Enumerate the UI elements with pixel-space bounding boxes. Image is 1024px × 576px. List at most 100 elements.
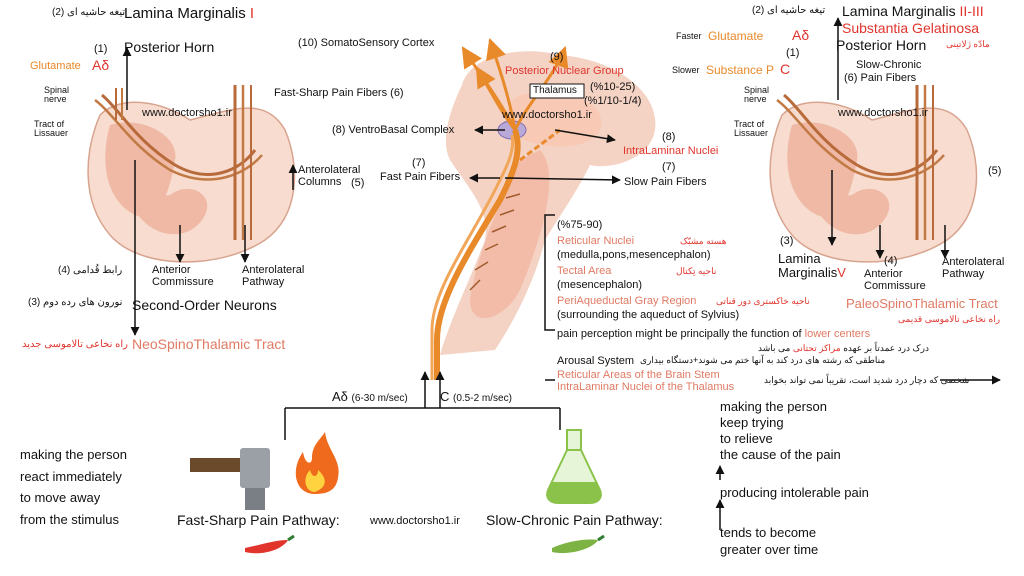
left-num5: (5) bbox=[351, 177, 365, 189]
right-c: C bbox=[780, 61, 791, 77]
right-anterolateral-pathway: Anterolateral Pathway bbox=[942, 256, 1005, 281]
center-tectal-fa: ناحیه تِکتال bbox=[676, 266, 717, 276]
left-spinal-cord bbox=[87, 85, 296, 263]
right-faster: Faster bbox=[676, 31, 702, 41]
center-pct1: (%10-25) bbox=[590, 81, 636, 93]
connector-arrows bbox=[122, 17, 1001, 530]
right-adelta: Aδ bbox=[792, 27, 810, 43]
center-num7a: (7) bbox=[412, 157, 426, 169]
slow-pathway-title: Slow-Chronic Pain Pathway: bbox=[486, 512, 663, 528]
center-intralaminar: IntraLaminar Nuclei bbox=[623, 145, 719, 157]
right-num1: (1) bbox=[786, 47, 800, 59]
left-num1: (1) bbox=[94, 43, 108, 55]
center-num7b: (7) bbox=[662, 161, 676, 173]
right-slower: Slower bbox=[672, 65, 700, 75]
left-tract-lissauer: Tract of Lissauer bbox=[34, 119, 69, 138]
center-perception: pain perception might be principally the… bbox=[557, 328, 871, 340]
center-pct3: (%75-90) bbox=[557, 219, 603, 231]
red-pepper-icon bbox=[245, 534, 295, 554]
chain-2: keep trying bbox=[720, 415, 784, 430]
center-reticular-areas: Reticular Areas of the Brain Stem bbox=[557, 369, 720, 381]
flame-icon bbox=[295, 432, 339, 494]
center-speed-c: C (0.5-2 m/sec) bbox=[440, 389, 512, 404]
right-glutamate: Glutamate bbox=[708, 29, 764, 43]
center-reticular-sub: (medulla,pons,mesencephalon) bbox=[557, 249, 711, 261]
fast-desc-1: making the person bbox=[20, 447, 127, 462]
left-second-fa: نورون های رده دوم (3) bbox=[28, 297, 123, 308]
right-lamina-fa: (2) تیغه حاشیه ای bbox=[752, 5, 826, 16]
hammer-icon bbox=[190, 448, 270, 510]
bottom-website: www.doctorsho1.ir bbox=[370, 515, 460, 527]
center-arousal: Arousal System bbox=[557, 355, 635, 367]
center-perception-fa: درک درد عمدتاً بر عهده مراکز تحتانی می ب… bbox=[758, 343, 929, 353]
right-num5: (5) bbox=[988, 165, 1002, 177]
center-intralaminar-thal: IntraLaminar Nuclei of the Thalamus bbox=[557, 381, 735, 393]
right-spinal-nerve: Spinal nerve bbox=[744, 85, 770, 104]
fast-desc-4: from the stimulus bbox=[20, 512, 119, 527]
center-slow-fibers: Slow Pain Fibers bbox=[624, 176, 707, 188]
right-posterior-horn: Posterior Horn bbox=[836, 37, 927, 53]
right-substantia: Substantia Gelatinosa bbox=[842, 20, 979, 36]
right-slow-chronic: Slow-Chronic bbox=[856, 59, 922, 71]
center-tectal-sub: (mesencephalon) bbox=[557, 279, 642, 291]
right-spinal-cord bbox=[769, 85, 978, 263]
left-website: www.doctorsho1.ir bbox=[142, 107, 232, 119]
left-anterolateral-columns: Anterolateral Columns bbox=[298, 164, 361, 189]
left-second-order: Second-Order Neurons bbox=[132, 297, 277, 313]
chain-6: tends to become bbox=[720, 525, 817, 540]
center-peri: PeriAqueductal Gray Region bbox=[557, 295, 697, 307]
right-paleo-fa: راه نخاعی تالاموسی قدیمی bbox=[898, 314, 1001, 324]
left-glutamate: Glutamate bbox=[30, 60, 81, 72]
center-website: www.doctorsho1.ir bbox=[502, 109, 592, 121]
left-adelta: Aδ bbox=[92, 57, 110, 73]
right-anterior-commissure: Anterior Commissure bbox=[864, 268, 926, 293]
left-fast-fibers: Fast-Sharp Pain Fibers (6) bbox=[274, 87, 404, 99]
center-cortex: (10) SomatoSensory Cortex bbox=[298, 37, 435, 49]
center-fast-fibers: Fast Pain Fibers bbox=[380, 171, 461, 183]
fast-pathway-title: Fast-Sharp Pain Pathway: bbox=[177, 512, 340, 528]
fast-desc-2: react immediately bbox=[20, 469, 122, 484]
chain-1: making the person bbox=[720, 399, 827, 414]
chain-3: to relieve bbox=[720, 431, 773, 446]
center-num9: (9) bbox=[550, 51, 564, 63]
left-commissure-fa: رابط قُدامی (4) bbox=[58, 265, 123, 276]
right-num3: (3) bbox=[780, 235, 794, 247]
green-pepper-icon bbox=[552, 534, 605, 554]
center-posterior-nuclear: Posterior Nuclear Group bbox=[505, 65, 624, 77]
left-neo-tract: NeoSpinoThalamic Tract bbox=[132, 336, 286, 352]
center-reticular: Reticular Nuclei bbox=[557, 235, 635, 247]
center-peri-fa: ناحیه خاکستری دور قناتی bbox=[716, 296, 810, 306]
left-anterolateral-pathway: Anterolateral Pathway bbox=[242, 264, 305, 289]
right-substance-p: Substance P bbox=[706, 63, 775, 77]
brain-brainstem bbox=[430, 38, 656, 380]
center-speed-a: Aδ (6-30 m/sec) bbox=[332, 389, 408, 404]
center-num8: (8) bbox=[662, 131, 676, 143]
center-thalamus: Thalamus bbox=[533, 85, 577, 96]
center-tectal: Tectal Area bbox=[557, 265, 612, 277]
left-posterior-horn: Posterior Horn bbox=[124, 39, 215, 55]
right-num4: (4) bbox=[884, 255, 898, 267]
right-lamina-marginalis: Lamina Marginalis II-III bbox=[842, 3, 984, 19]
chain-5: producing intolerable pain bbox=[720, 485, 869, 500]
left-spinal-nerve: Spinal nerve bbox=[44, 85, 70, 104]
center-reticular-fa: هسته مشبّک bbox=[680, 236, 727, 246]
center-arousal-fa: مناطقی که رشته های درد کند به آنها ختم م… bbox=[640, 355, 886, 365]
left-lamina-marginalis: Lamina Marginalis I bbox=[124, 5, 255, 22]
chain-7: greater over time bbox=[720, 542, 819, 557]
flask-icon bbox=[546, 429, 602, 504]
center-pct2: (%1/10-1/4) bbox=[584, 95, 642, 107]
center-person-fa: شخصی که دچار درد شدید است، تقریباً نمی ت… bbox=[764, 375, 970, 385]
right-lamina: Lamina bbox=[778, 251, 821, 266]
right-slow-fibers: (6) Pain Fibers bbox=[844, 72, 917, 84]
left-neo-fa: راه نخاعی تالاموسی جدید bbox=[22, 339, 129, 350]
left-lamina-fa: (2) تیغه حاشیه ای bbox=[52, 7, 126, 18]
right-website: www.doctorsho1.ir bbox=[838, 107, 928, 119]
fast-desc-3: to move away bbox=[20, 490, 101, 505]
right-paleo: PaleoSpinoThalamic Tract bbox=[846, 296, 998, 311]
left-anterior-commissure: Anterior Commissure bbox=[152, 264, 214, 289]
center-peri-sub: (surrounding the aqueduct of Sylvius) bbox=[557, 309, 740, 321]
right-tract-lissauer: Tract of Lissauer bbox=[734, 119, 769, 138]
right-substantia-fa: مادّه ژلاتینی bbox=[946, 39, 990, 49]
center-ventrobasal: (8) VentroBasal Complex bbox=[332, 124, 455, 136]
